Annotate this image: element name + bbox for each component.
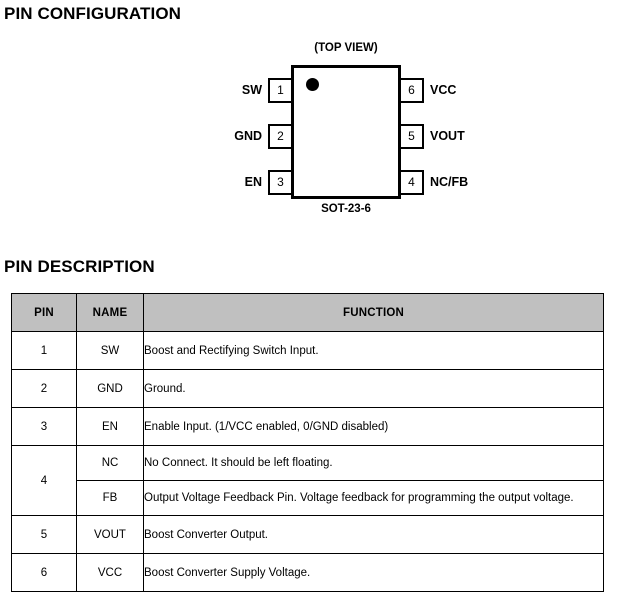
column-header-function: FUNCTION: [143, 293, 604, 332]
cell-pin: 4: [11, 445, 77, 516]
cell-function: Enable Input. (1/VCC enabled, 0/GND disa…: [143, 407, 604, 446]
table-row: 6 VCC Boost Converter Supply Voltage.: [11, 553, 604, 592]
cell-name: EN: [76, 407, 144, 446]
ic-package-body: [291, 65, 401, 199]
pin-label-vcc: VCC: [430, 83, 457, 97]
page-title-pin-description: PIN DESCRIPTION: [4, 257, 155, 276]
pin-box-6: 6: [399, 78, 424, 103]
cell-pin: 3: [11, 407, 77, 446]
cell-pin: 2: [11, 369, 77, 408]
cell-name: GND: [76, 369, 144, 408]
pin-box-3: 3: [268, 170, 293, 195]
pin-configuration-diagram: (TOP VIEW) SW GND EN 1 2 3 6 5 4 VCC VOU…: [0, 36, 619, 226]
cell-name: VOUT: [76, 515, 144, 554]
cell-pin: 5: [11, 515, 77, 554]
cell-name: VCC: [76, 553, 144, 592]
cell-function: No Connect. It should be left floating.: [143, 445, 604, 481]
table-row: 1 SW Boost and Rectifying Switch Input.: [11, 331, 604, 370]
cell-function: Output Voltage Feedback Pin. Voltage fee…: [143, 480, 604, 516]
cell-function: Boost and Rectifying Switch Input.: [143, 331, 604, 370]
pin-label-sw: SW: [241, 83, 262, 97]
cell-function: Ground.: [143, 369, 604, 408]
page-title-pin-configuration: PIN CONFIGURATION: [4, 4, 182, 23]
column-header-pin: PIN: [11, 293, 77, 332]
table-row: FB Output Voltage Feedback Pin. Voltage …: [12, 480, 604, 516]
cell-pin: 6: [11, 553, 77, 592]
pin-box-4: 4: [399, 170, 424, 195]
pin-box-5: 5: [399, 124, 424, 149]
package-name-label: SOT-23-6: [321, 203, 371, 215]
cell-name: NC: [76, 445, 144, 481]
table-row: 4 NC No Connect. It should be left float…: [11, 445, 604, 516]
pin-box-1: 1: [268, 78, 293, 103]
top-view-label: (TOP VIEW): [314, 42, 378, 54]
cell-pin: 1: [11, 331, 77, 370]
column-header-name: NAME: [76, 293, 144, 332]
cell-name: SW: [76, 331, 144, 370]
pin-label-ncfb: NC/FB: [430, 175, 469, 189]
cell-function: Boost Converter Supply Voltage.: [143, 553, 604, 592]
pin1-dot-icon: [306, 78, 319, 91]
table-row: 2 GND Ground.: [11, 369, 604, 408]
cell-name: FB: [76, 480, 144, 516]
pin-label-gnd: GND: [234, 129, 262, 143]
table-row: 3 EN Enable Input. (1/VCC enabled, 0/GND…: [11, 407, 604, 446]
pin-label-en: EN: [244, 175, 262, 189]
table-header-row: PIN NAME FUNCTION: [11, 293, 604, 332]
pin-box-2: 2: [268, 124, 293, 149]
pin-label-vout: VOUT: [430, 129, 465, 143]
pin-description-table: PIN NAME FUNCTION 1 SW Boost and Rectify…: [11, 293, 604, 592]
table-row: 5 VOUT Boost Converter Output.: [11, 515, 604, 554]
cell-function: Boost Converter Output.: [143, 515, 604, 554]
